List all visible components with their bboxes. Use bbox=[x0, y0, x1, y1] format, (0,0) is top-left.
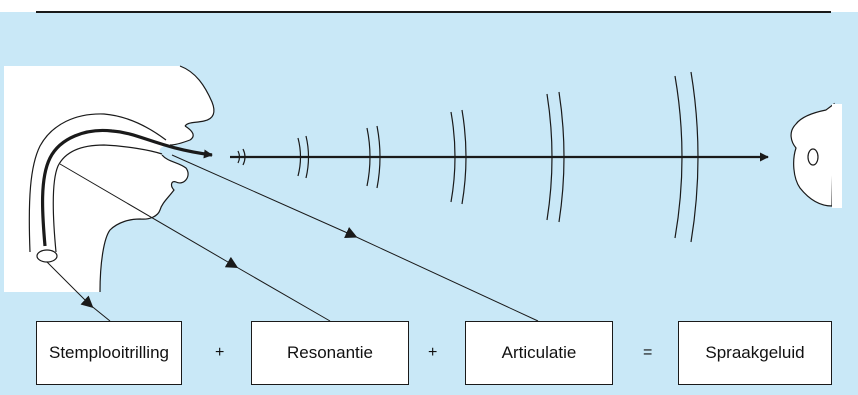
sound-waves bbox=[237, 71, 699, 243]
wave-2b bbox=[305, 135, 310, 179]
ear-shape bbox=[790, 102, 835, 207]
tongue-wall bbox=[52, 144, 163, 253]
head-outline bbox=[4, 66, 214, 292]
label-articulatie: Articulatie bbox=[501, 343, 577, 362]
ear-icon bbox=[790, 102, 842, 208]
box-articulatie: Articulatie bbox=[465, 321, 613, 385]
wave-4a bbox=[450, 111, 456, 203]
connector-lines bbox=[46, 154, 539, 322]
header-rule bbox=[36, 11, 831, 13]
wave-5a bbox=[546, 93, 553, 221]
wave-3a bbox=[366, 127, 371, 187]
upper-lip bbox=[169, 125, 194, 146]
wave-1a bbox=[237, 150, 241, 164]
box-stemplooitrilling: Stemplooitrilling bbox=[36, 321, 182, 385]
connector-resonance bbox=[59, 163, 331, 322]
larynx-ellipse bbox=[36, 249, 58, 263]
ear-head-edge bbox=[832, 104, 842, 208]
wave-5b bbox=[558, 91, 565, 223]
nose-line bbox=[179, 65, 215, 127]
wave-3b bbox=[376, 125, 381, 189]
wave-2a bbox=[297, 137, 302, 177]
box-spraakgeluid: Spraakgeluid bbox=[678, 321, 832, 385]
wave-6a bbox=[674, 75, 683, 239]
box-resonantie: Resonantie bbox=[251, 321, 409, 385]
connector-larynx bbox=[46, 261, 111, 322]
label-stemplooitrilling: Stemplooitrilling bbox=[49, 343, 169, 362]
equals-sign: = bbox=[643, 344, 653, 361]
wave-1b bbox=[242, 148, 246, 166]
lower-lip-chin bbox=[99, 154, 189, 293]
palate-wall bbox=[28, 113, 167, 253]
connector-articulation bbox=[171, 154, 539, 322]
wave-6b bbox=[690, 71, 699, 243]
label-resonantie: Resonantie bbox=[286, 343, 373, 362]
plus-sign-1: + bbox=[215, 344, 225, 361]
label-spraakgeluid: Spraakgeluid bbox=[705, 343, 805, 362]
plus-sign-2: + bbox=[428, 344, 438, 361]
wave-4b bbox=[461, 109, 467, 205]
head-cross-section bbox=[4, 65, 215, 293]
top-margin bbox=[0, 0, 858, 12]
ear-canal bbox=[807, 148, 819, 166]
airflow-path bbox=[40, 128, 213, 247]
